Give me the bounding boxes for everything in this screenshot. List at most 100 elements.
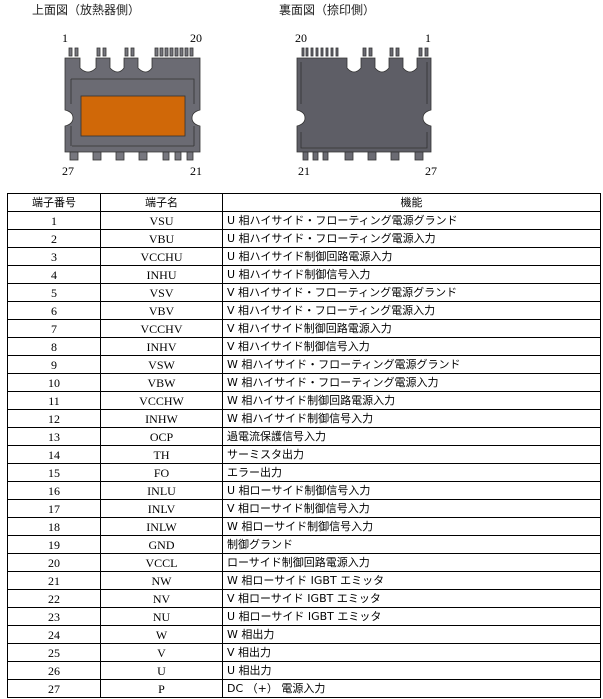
- terminal-number-cell: 10: [7, 373, 101, 392]
- terminal-name-cell: VSV: [100, 283, 223, 302]
- function-cell: W 相ローサイド制御信号入力: [222, 517, 601, 536]
- function-cell: W 相ハイサイド・フローティング電源入力: [222, 373, 601, 392]
- bottom-view-package-diagram: [296, 47, 432, 161]
- terminal-number-cell: 9: [7, 355, 101, 374]
- function-cell: V 相出力: [222, 643, 601, 662]
- terminal-name-cell: VSW: [100, 355, 223, 374]
- terminal-number-cell: 27: [7, 679, 101, 698]
- function-cell: W 相ハイサイド制御信号入力: [222, 409, 601, 428]
- terminal-name-cell: INLW: [100, 517, 223, 536]
- terminal-name-cell: TH: [100, 445, 223, 464]
- function-cell: V 相ローサイド制御信号入力: [222, 499, 601, 518]
- top-view-package-diagram: [64, 47, 201, 161]
- terminal-number-cell: 7: [7, 319, 101, 338]
- terminal-name-cell: INLV: [100, 499, 223, 518]
- terminal-number-cell: 1: [7, 211, 101, 230]
- top-view-caption: 上面図（放熱器側）: [32, 3, 141, 17]
- terminal-name-cell: INLU: [100, 481, 223, 500]
- terminal-number-cell: 8: [7, 337, 101, 356]
- terminal-name-cell: VBU: [100, 229, 223, 248]
- terminal-name-cell: VCCHU: [100, 247, 223, 266]
- header-terminal-name: 端子名: [100, 193, 223, 212]
- terminal-number-cell: 18: [7, 517, 101, 536]
- function-cell: DC （+） 電源入力: [222, 679, 601, 698]
- function-cell: V 相ハイサイド制御回路電源入力: [222, 319, 601, 338]
- terminal-name-cell: V: [100, 643, 223, 662]
- terminal-number-cell: 11: [7, 391, 101, 410]
- terminal-name-cell: VCCHV: [100, 319, 223, 338]
- terminal-name-cell: NV: [100, 589, 223, 608]
- terminal-name-cell: NU: [100, 607, 223, 626]
- function-cell: U 相ハイサイド制御信号入力: [222, 265, 601, 284]
- terminal-number-cell: 17: [7, 499, 101, 518]
- terminal-name-cell: VBW: [100, 373, 223, 392]
- function-cell: ローサイド制御回路電源入力: [222, 553, 601, 572]
- header-function: 機能: [222, 193, 601, 212]
- terminal-name-cell: W: [100, 625, 223, 644]
- function-cell: W 相出力: [222, 625, 601, 644]
- terminal-number-cell: 23: [7, 607, 101, 626]
- function-cell: U 相ハイサイド制御回路電源入力: [222, 247, 601, 266]
- terminal-name-cell: INHU: [100, 265, 223, 284]
- pin-label: 20: [190, 31, 202, 45]
- function-cell: V 相ハイサイド制御信号入力: [222, 337, 601, 356]
- terminal-number-cell: 25: [7, 643, 101, 662]
- function-cell: W 相ハイサイド・フローティング電源グランド: [222, 355, 601, 374]
- terminal-name-cell: NW: [100, 571, 223, 590]
- terminal-name-cell: P: [100, 679, 223, 698]
- pin-label: 21: [190, 164, 202, 178]
- terminal-name-cell: U: [100, 661, 223, 680]
- function-cell: V 相ハイサイド・フローティング電源グランド: [222, 283, 601, 302]
- function-cell: 制御グランド: [222, 535, 601, 554]
- pin-label: 27: [425, 164, 437, 178]
- pin-label: 1: [425, 31, 431, 45]
- function-cell: W 相ローサイド IGBT エミッタ: [222, 571, 601, 590]
- function-cell: V 相ローサイド IGBT エミッタ: [222, 589, 601, 608]
- table-header-row: 端子番号 端子名 機能: [7, 193, 601, 212]
- pin-label: 20: [295, 31, 307, 45]
- terminal-number-cell: 13: [7, 427, 101, 446]
- function-cell: 過電流保護信号入力: [222, 427, 601, 446]
- pin-label: 27: [62, 164, 74, 178]
- function-cell: U 相出力: [222, 661, 601, 680]
- terminal-number-cell: 19: [7, 535, 101, 554]
- header-terminal-number: 端子番号: [7, 193, 101, 212]
- terminal-number-cell: 3: [7, 247, 101, 266]
- terminal-number-cell: 16: [7, 481, 101, 500]
- function-cell: U 相ローサイド IGBT エミッタ: [222, 607, 601, 626]
- terminal-name-cell: VBV: [100, 301, 223, 320]
- terminal-name-cell: INHV: [100, 337, 223, 356]
- terminal-number-cell: 12: [7, 409, 101, 428]
- function-cell: V 相ハイサイド・フローティング電源入力: [222, 301, 601, 320]
- bottom-view-caption: 裏面図（捺印側）: [279, 3, 376, 17]
- terminal-number-cell: 5: [7, 283, 101, 302]
- terminal-number-cell: 14: [7, 445, 101, 464]
- function-cell: サーミスタ出力: [222, 445, 601, 464]
- terminal-name-cell: VSU: [100, 211, 223, 230]
- terminal-name-cell: INHW: [100, 409, 223, 428]
- function-cell: U 相ハイサイド・フローティング電源グランド: [222, 211, 601, 230]
